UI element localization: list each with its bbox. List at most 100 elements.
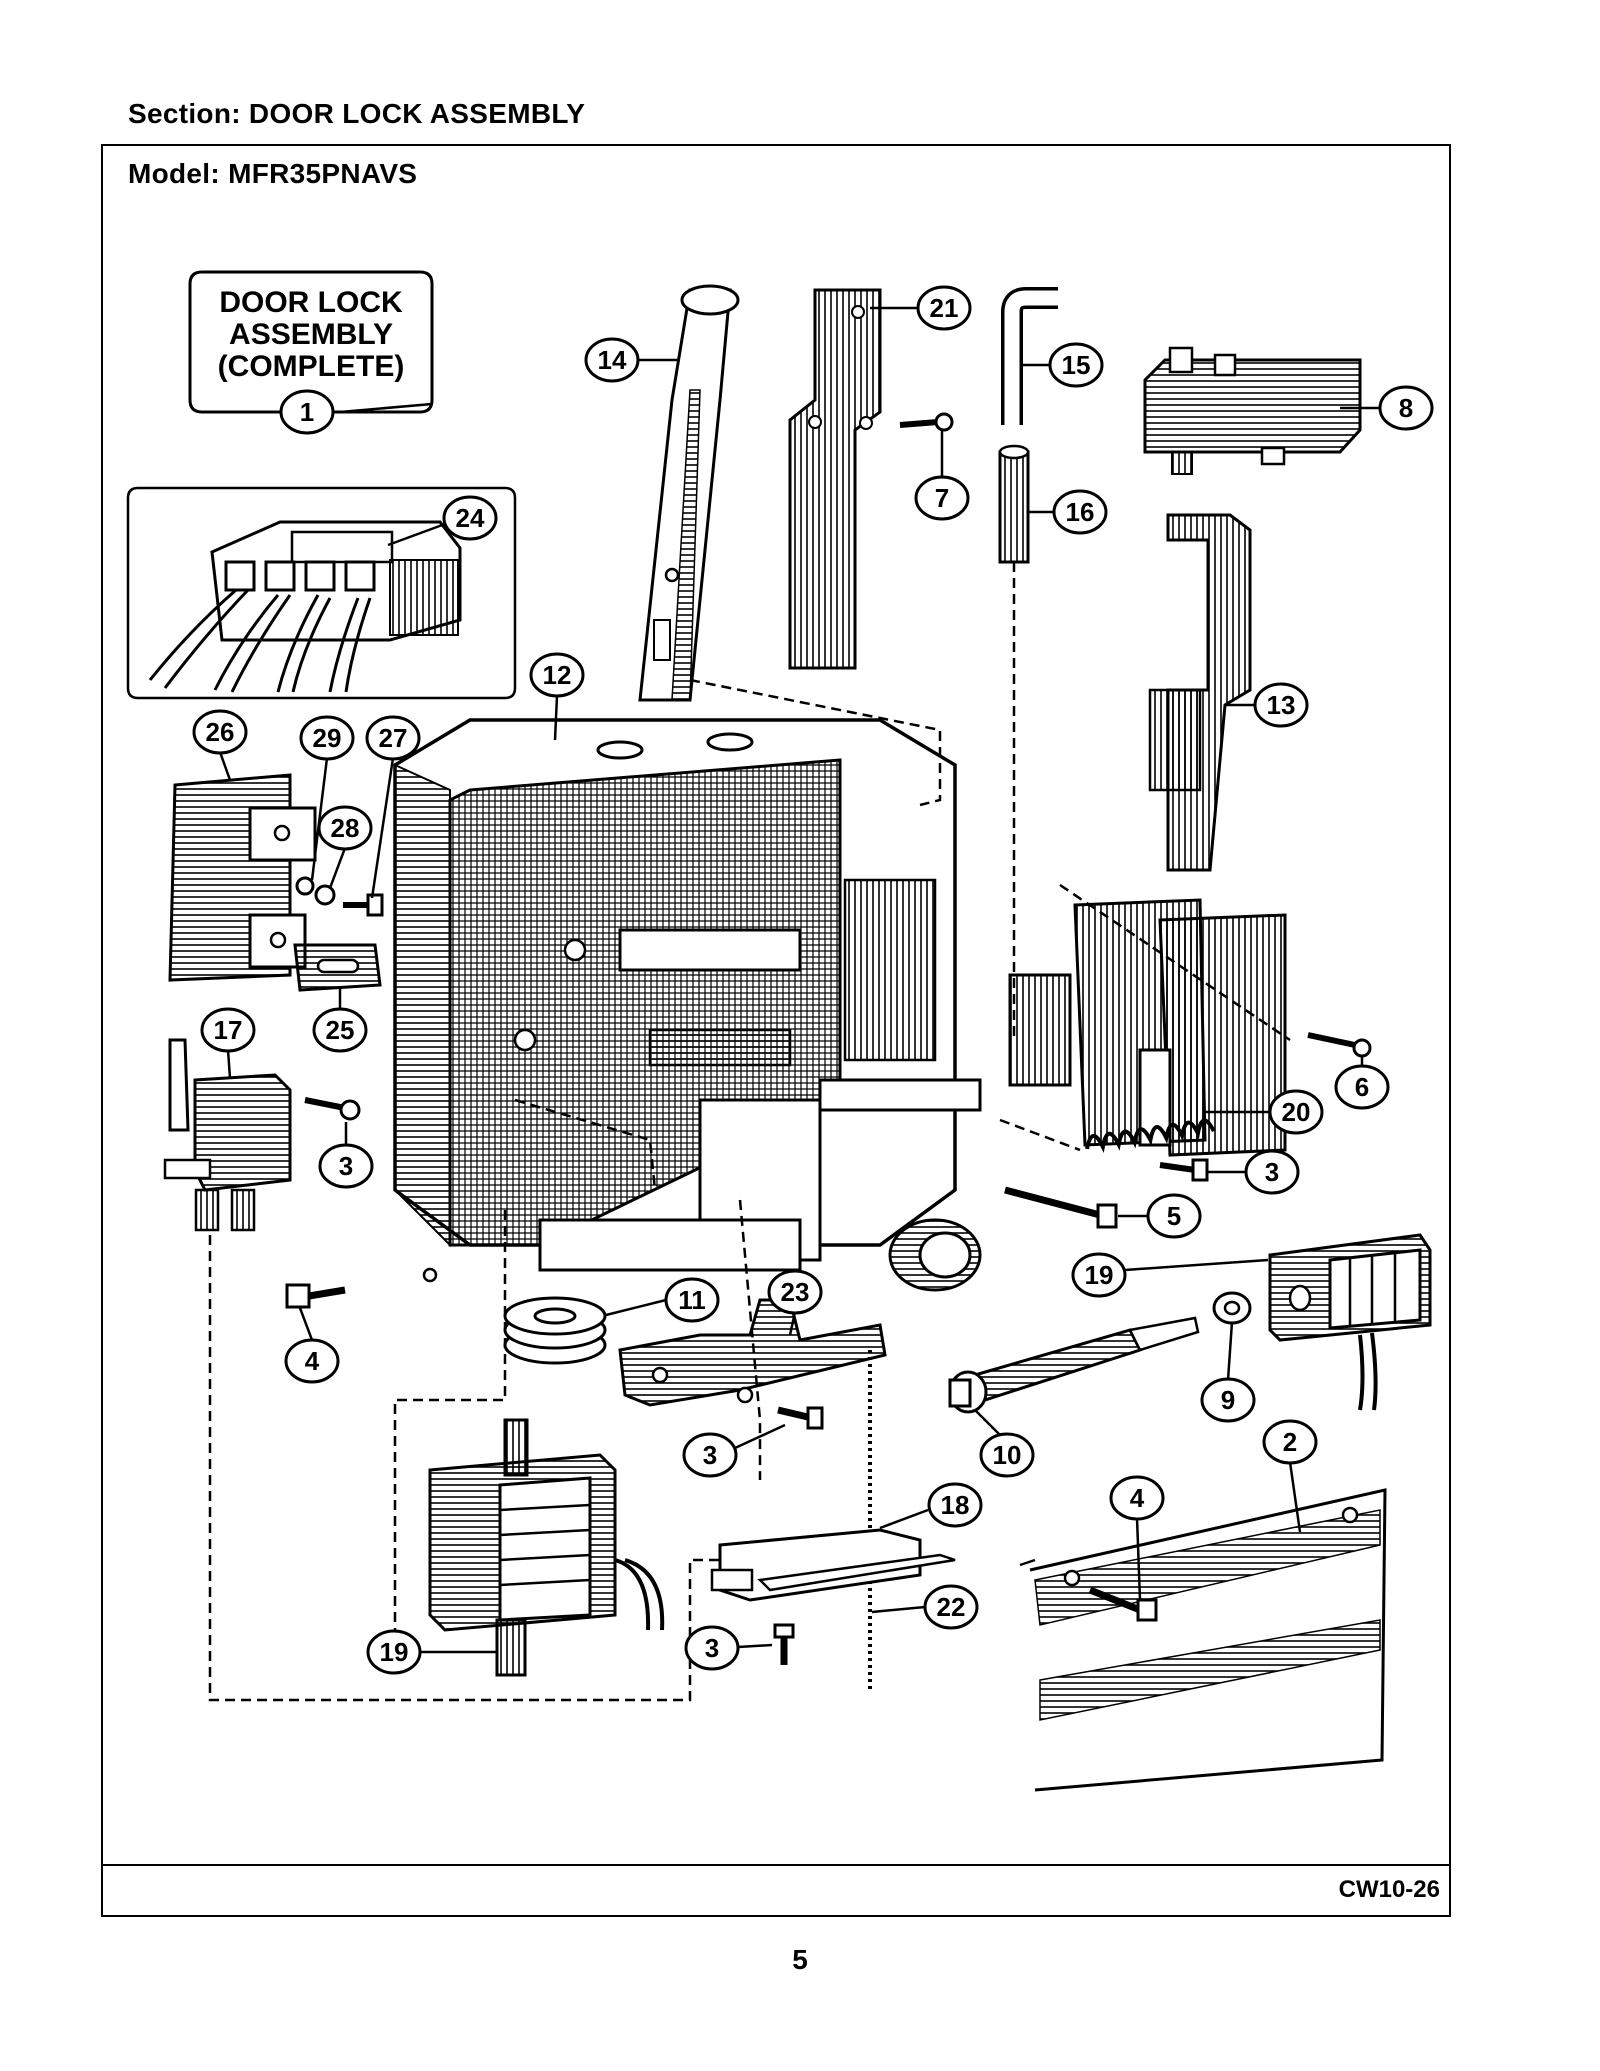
part-4-bolt-a bbox=[285, 1283, 346, 1309]
assembly-complete-label: DOOR LOCK ASSEMBLY (COMPLETE) bbox=[188, 270, 434, 414]
figure-code: CW10-26 bbox=[1338, 1876, 1440, 1903]
callout-16: 16 bbox=[1028, 489, 1108, 535]
part-6-screw bbox=[1307, 1032, 1372, 1058]
callout-number: 18 bbox=[941, 1490, 970, 1520]
part-10-plunger bbox=[948, 1316, 1200, 1414]
part-3-screw-c bbox=[773, 1623, 795, 1665]
callout-1: 1 bbox=[255, 389, 433, 435]
callout-7: 7 bbox=[914, 430, 970, 521]
diagram-frame bbox=[101, 144, 1451, 1917]
callout-number: 3 bbox=[339, 1151, 353, 1181]
callout-14: 14 bbox=[584, 337, 680, 383]
callout-3-c: 3 bbox=[684, 1625, 773, 1671]
callout-26: 26 bbox=[192, 709, 248, 781]
part-16-sleeve bbox=[998, 444, 1030, 1040]
callout-number: 28 bbox=[331, 813, 360, 843]
footer-divider bbox=[101, 1864, 1451, 1866]
callout-number: 4 bbox=[1130, 1483, 1145, 1513]
callout-number: 2 bbox=[1283, 1427, 1297, 1457]
callout-number: 10 bbox=[993, 1440, 1022, 1470]
callout-18: 18 bbox=[879, 1482, 983, 1530]
callout-number: 7 bbox=[935, 483, 949, 513]
callout-number: 22 bbox=[937, 1592, 966, 1622]
part-8-latch-bracket bbox=[1143, 346, 1362, 475]
part-3-screw-d bbox=[1159, 1158, 1209, 1182]
part-20-spring bbox=[1085, 1118, 1216, 1153]
callout-15: 15 bbox=[1022, 342, 1104, 388]
callout-number: 8 bbox=[1399, 393, 1413, 423]
callout-number: 12 bbox=[543, 660, 572, 690]
callout-number: 3 bbox=[1265, 1157, 1279, 1187]
callout-number: 9 bbox=[1221, 1385, 1235, 1415]
section-title: Section: DOOR LOCK ASSEMBLY bbox=[128, 98, 586, 129]
callout-4-b: 4 bbox=[1109, 1475, 1165, 1601]
part-5-bolt bbox=[1004, 1186, 1118, 1229]
callout-number: 4 bbox=[305, 1346, 320, 1376]
part-25-bracket bbox=[293, 943, 382, 992]
callout-5: 5 bbox=[1118, 1193, 1202, 1239]
callout-number: 16 bbox=[1066, 497, 1095, 527]
callout-25: 25 bbox=[312, 988, 368, 1053]
callout-number: 3 bbox=[703, 1440, 717, 1470]
callout-27: 27 bbox=[365, 715, 421, 899]
part-29-nut bbox=[295, 876, 315, 896]
part-18-switch bbox=[710, 1528, 956, 1602]
callout-3-a: 3 bbox=[318, 1122, 374, 1189]
callout-number: 20 bbox=[1282, 1097, 1311, 1127]
callout-number: 15 bbox=[1062, 350, 1091, 380]
callout-19-a: 19 bbox=[366, 1629, 498, 1675]
callout-2: 2 bbox=[1262, 1419, 1318, 1533]
callout-21: 21 bbox=[870, 285, 972, 331]
callout-29: 29 bbox=[299, 715, 355, 881]
callout-28: 28 bbox=[317, 805, 373, 889]
part-11-magnet bbox=[503, 1296, 607, 1365]
part-9-washer bbox=[1212, 1291, 1252, 1325]
part-27-screw bbox=[343, 893, 384, 917]
callout-number: 6 bbox=[1355, 1072, 1369, 1102]
callout-number: 19 bbox=[1085, 1260, 1114, 1290]
callout-number: 1 bbox=[300, 397, 314, 427]
part-2-cover-panel bbox=[1019, 1488, 1387, 1792]
part-28-washer bbox=[314, 884, 336, 906]
callout-10: 10 bbox=[974, 1409, 1035, 1478]
part-13-slider bbox=[1148, 513, 1252, 872]
page-number: 5 bbox=[792, 1944, 808, 1975]
callout-9: 9 bbox=[1200, 1321, 1256, 1423]
assembly-label-line2: ASSEMBLY bbox=[229, 318, 393, 351]
callout-4-a: 4 bbox=[284, 1307, 340, 1384]
callout-23: 23 bbox=[767, 1269, 823, 1336]
callout-12: 12 bbox=[529, 652, 585, 741]
part-19-solenoid-a bbox=[428, 1418, 665, 1677]
callout-number: 26 bbox=[206, 717, 235, 747]
part-3-screw-a bbox=[304, 1097, 361, 1121]
connector-inset bbox=[126, 486, 517, 700]
callout-number: 27 bbox=[379, 723, 408, 753]
callout-17: 17 bbox=[200, 1007, 256, 1079]
callout-13: 13 bbox=[1225, 682, 1309, 728]
callout-number: 23 bbox=[781, 1277, 810, 1307]
part-4-bolt-b bbox=[1088, 1586, 1158, 1622]
part-latch-blocks bbox=[1008, 898, 1287, 1157]
callout-3-b: 3 bbox=[682, 1423, 786, 1478]
part-26-plate bbox=[168, 773, 317, 982]
callout-number: 25 bbox=[326, 1015, 355, 1045]
callout-number: 21 bbox=[930, 293, 959, 323]
part-15-pin bbox=[1001, 287, 1058, 425]
callout-number: 13 bbox=[1267, 690, 1296, 720]
part-3-screw-b bbox=[777, 1406, 824, 1430]
callout-3-d: 3 bbox=[1208, 1149, 1300, 1195]
callout-number: 3 bbox=[705, 1633, 719, 1663]
part-12-housing bbox=[393, 718, 982, 1292]
callout-number: 11 bbox=[678, 1285, 706, 1315]
part-23-bracket bbox=[618, 1298, 887, 1690]
callout-number: 17 bbox=[214, 1015, 243, 1045]
callout-20: 20 bbox=[1205, 1089, 1324, 1135]
part-17-switch bbox=[163, 1038, 292, 1232]
assembly-guide-lines bbox=[208, 678, 1291, 1702]
callout-6: 6 bbox=[1334, 1056, 1390, 1110]
callout-number: 24 bbox=[456, 503, 485, 533]
callout-8: 8 bbox=[1340, 385, 1434, 431]
callout-11: 11 bbox=[605, 1277, 720, 1323]
model-title: Model: MFR35PNAVS bbox=[128, 158, 418, 189]
